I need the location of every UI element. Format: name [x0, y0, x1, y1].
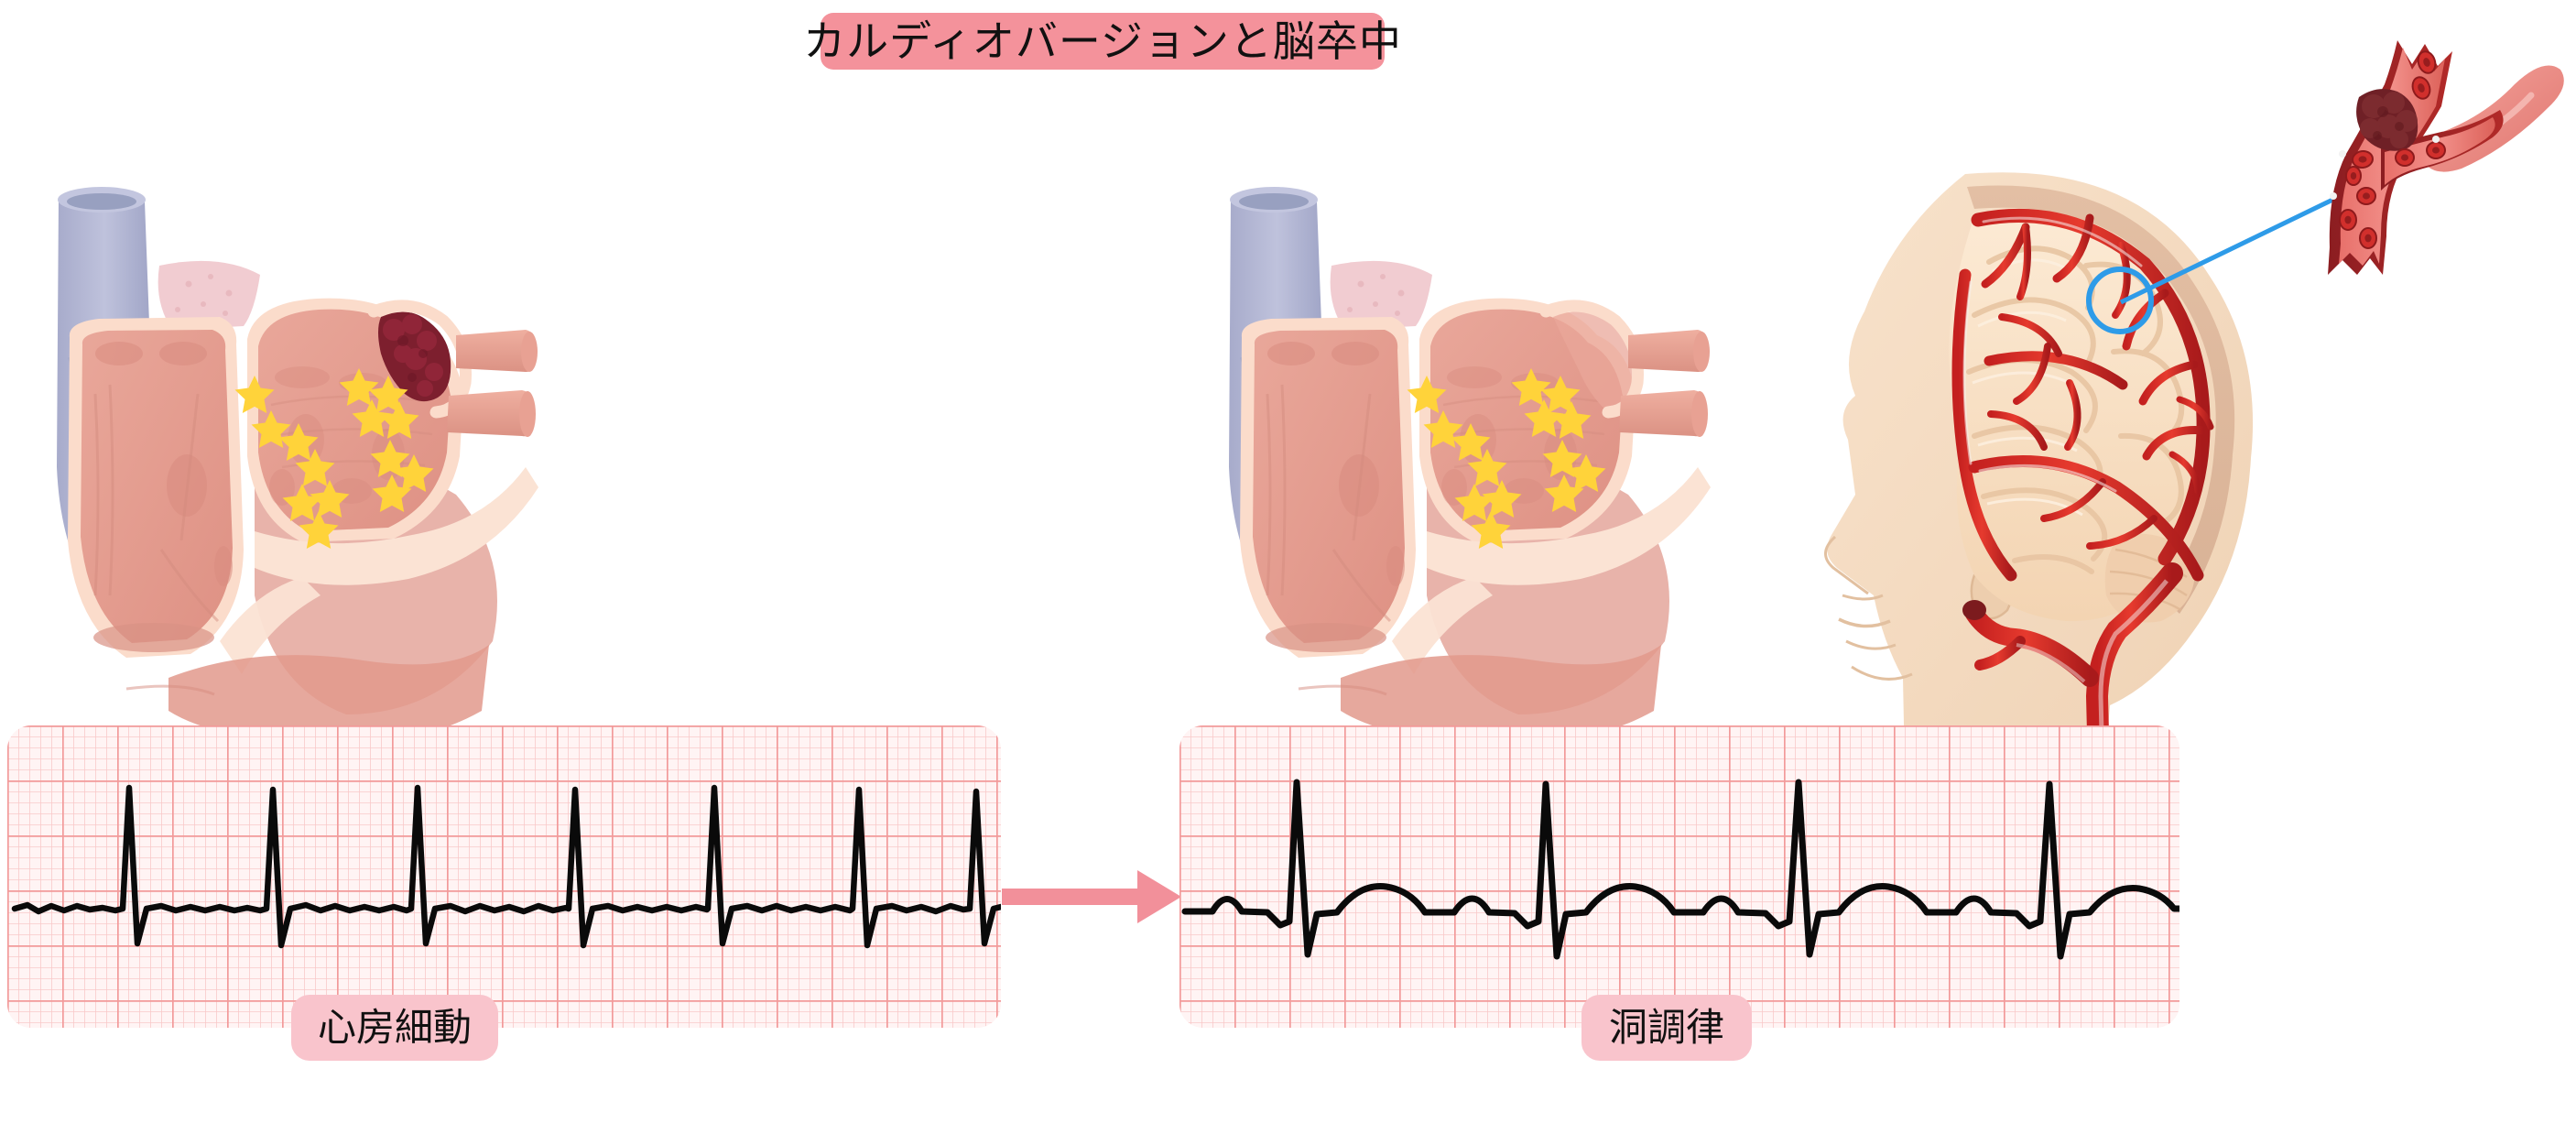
- heart-af-illustration: [57, 187, 538, 746]
- embolus-clot: [2356, 89, 2418, 151]
- pericardium-patch: [1330, 260, 1432, 330]
- carotid-artery: [1962, 562, 2183, 769]
- pulmonary-vessels: [1619, 330, 1710, 437]
- cardioversion-arrow: [1002, 870, 1181, 923]
- ecg-trace-af: [11, 784, 1001, 949]
- pulmonary-vessels: [447, 330, 538, 437]
- page-title: カルディオバージョンと脳卒中: [803, 17, 1402, 65]
- head-brain-illustration: [1824, 172, 2254, 769]
- right-ventricle-chamber: [1240, 317, 1416, 658]
- ecg-trace-sinus: [1181, 779, 2179, 960]
- heart-sr-illustration: [1229, 187, 1711, 746]
- occluded-vessel-inset: [2328, 40, 2564, 275]
- av-groove: [1427, 467, 1711, 585]
- ventricular-body: [1341, 645, 1661, 746]
- label-sinus-rhythm: 洞調律: [1581, 995, 1752, 1061]
- red-blood-cells: [2330, 50, 2446, 249]
- ecg-strip-sinus-rhythm: [1179, 725, 2179, 1028]
- page-title-banner: カルディオバージョンと脳卒中: [803, 13, 1401, 70]
- electrical-activity-stars: [234, 368, 434, 549]
- cerebral-arteries: [1951, 209, 2214, 582]
- ventricular-body: [168, 645, 489, 746]
- artery-highlights: [1962, 216, 2143, 493]
- occlusion-site-marker: [2086, 267, 2154, 334]
- electrical-activity-stars: [1407, 368, 1606, 549]
- label-af-text: 心房細動: [317, 1006, 472, 1049]
- right-ventricle-chamber: [68, 317, 244, 658]
- label-atrial-fibrillation: 心房細動: [291, 995, 498, 1061]
- ecg-strip-atrial-fibrillation: [7, 725, 1001, 1028]
- av-groove: [255, 467, 538, 585]
- pericardium-patch: [158, 260, 260, 330]
- label-sr-text: 洞調律: [1608, 1006, 1724, 1049]
- ecg-grid-minor: [1179, 725, 2179, 1028]
- thrombus-clot: [378, 311, 451, 402]
- ecg-grid-minor: [7, 725, 1001, 1028]
